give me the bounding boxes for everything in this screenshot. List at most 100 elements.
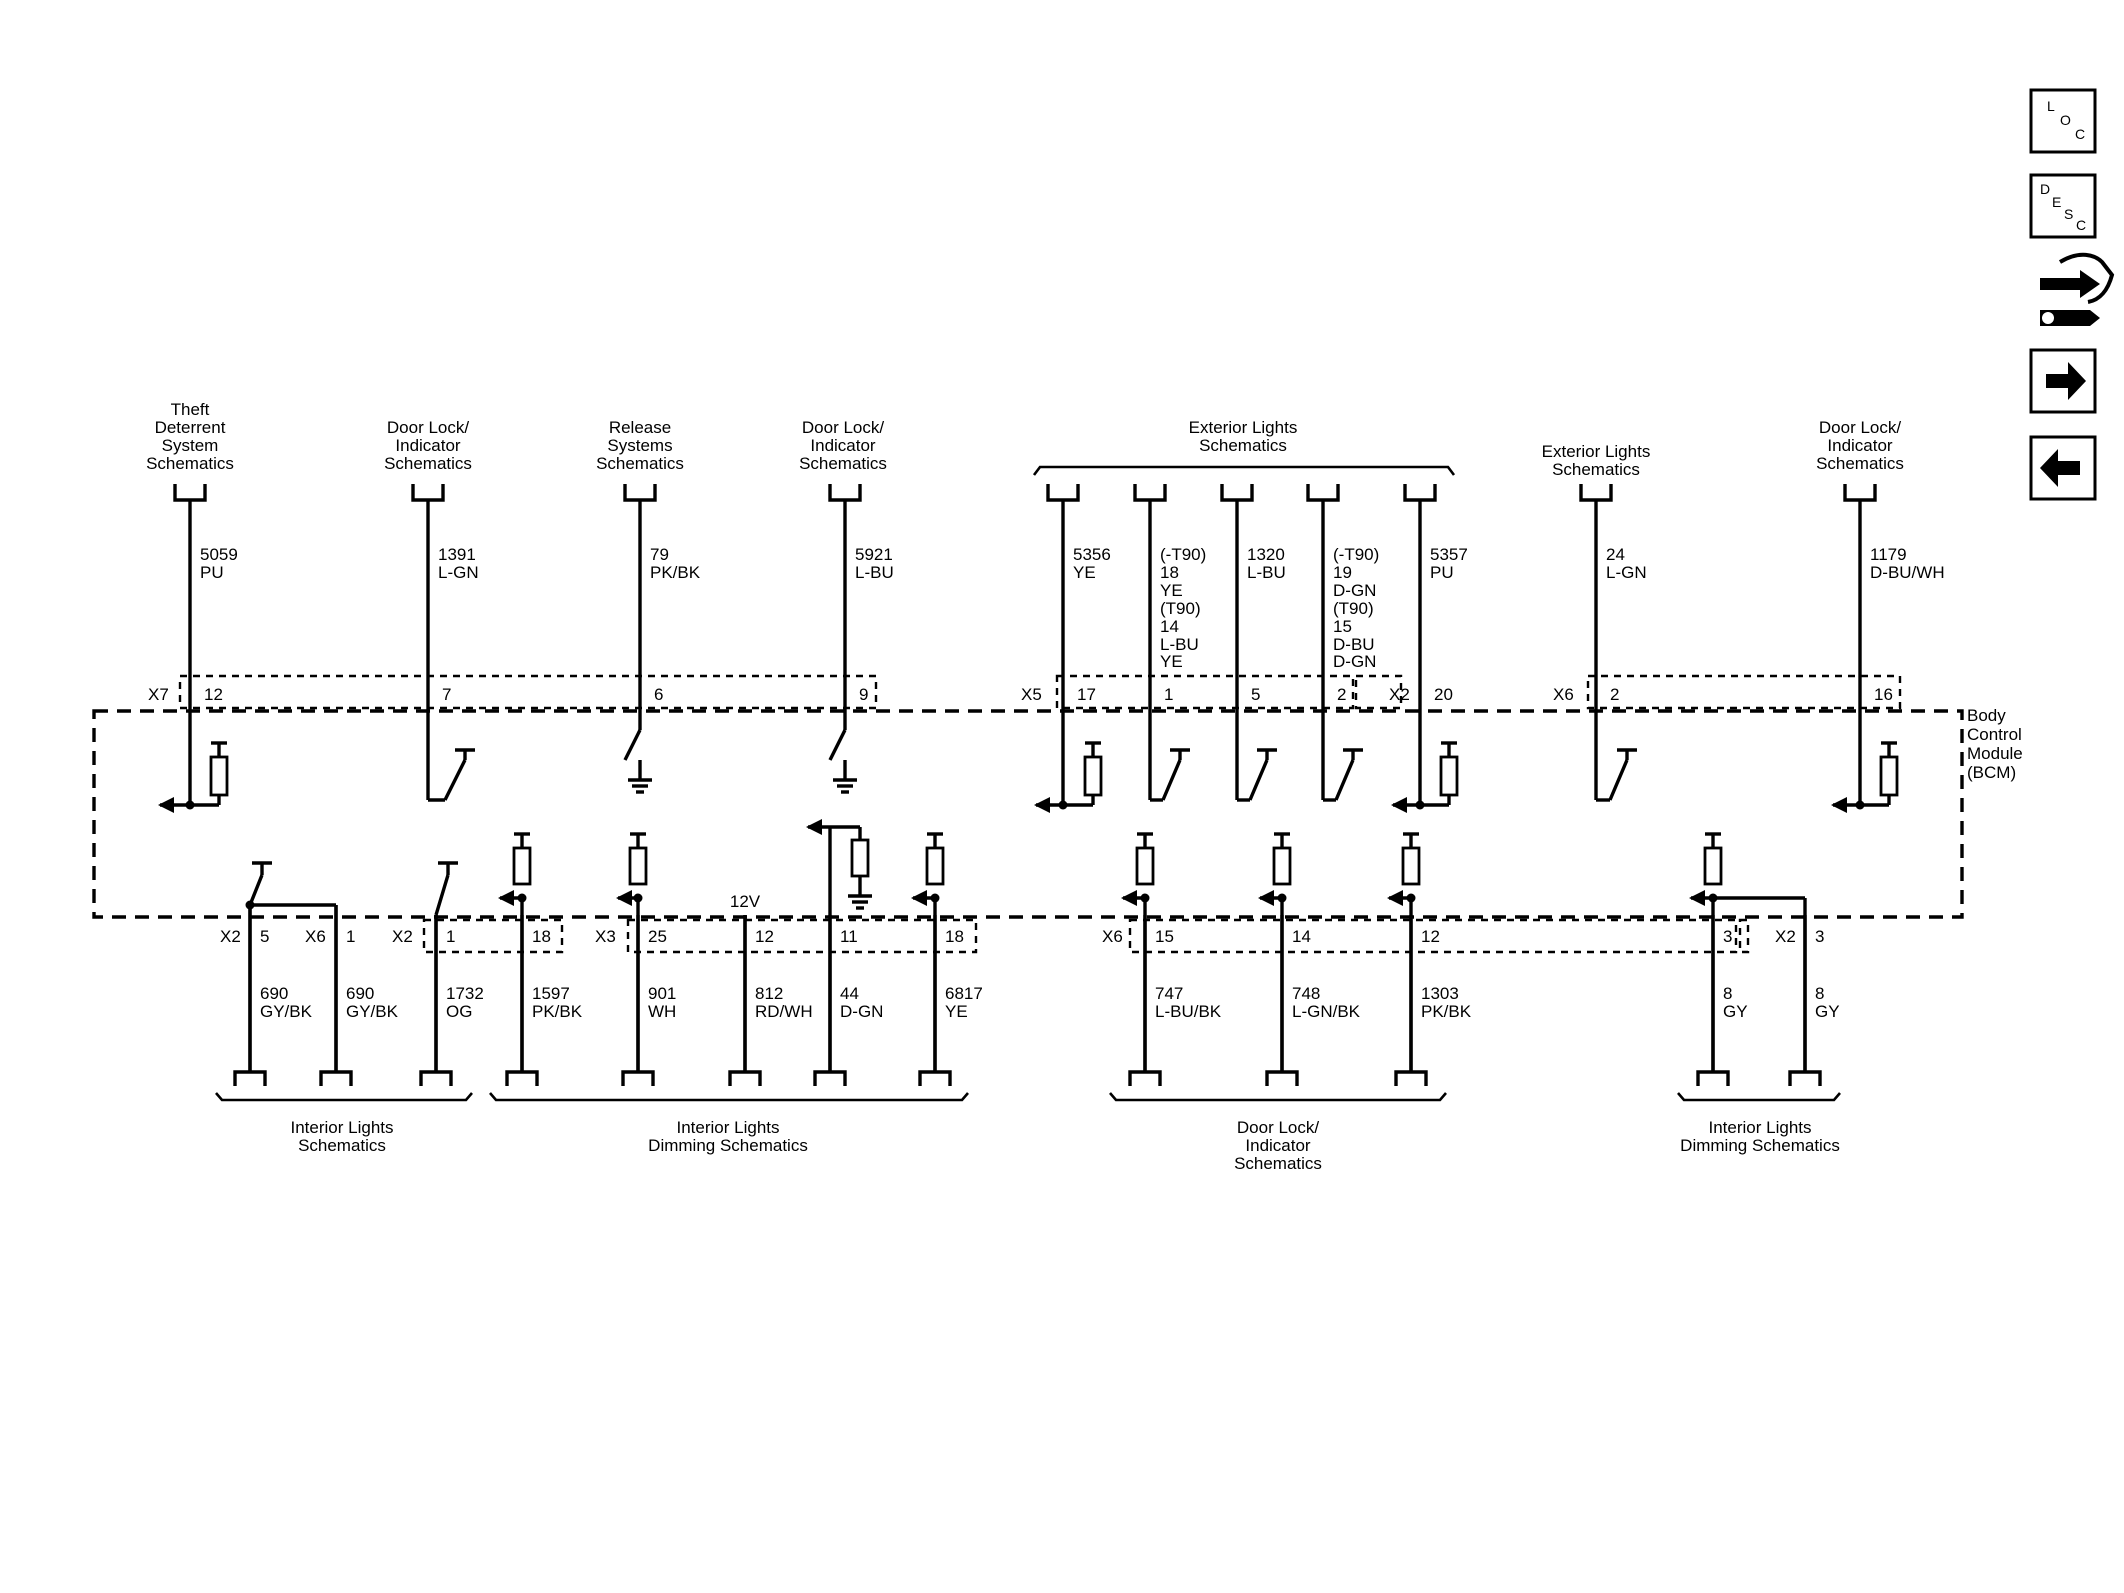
- splice-dot: [1406, 893, 1416, 903]
- connector-x5: [1055, 674, 1355, 710]
- connector-label: X5: [1021, 685, 1042, 704]
- splice-dot: [1140, 893, 1150, 903]
- connector-symbol: [173, 484, 207, 502]
- pin-number: 12: [204, 685, 223, 704]
- harness-group-label: Schematics: [799, 454, 887, 473]
- wrench-screwdriver-icon: [2040, 252, 2115, 326]
- circuit-label: YE: [945, 1002, 968, 1021]
- arrow-head: [1689, 890, 1705, 906]
- pin-number: 5: [260, 927, 269, 946]
- connector-label: X2: [1389, 685, 1410, 704]
- circuit-label: 1303: [1421, 984, 1459, 1003]
- connector-x2-bottom: [422, 918, 564, 954]
- loc-icon: [2029, 88, 2097, 154]
- connector-label: X6: [1102, 927, 1123, 946]
- circuit-label: GY: [1723, 1002, 1748, 1021]
- wire-segment: [1161, 759, 1182, 801]
- connector-symbol: [1306, 484, 1340, 502]
- pin-number: 15: [1155, 927, 1174, 946]
- pin-number: 3: [1815, 927, 1824, 946]
- circuit-label: 5356: [1073, 545, 1111, 564]
- circuit-label: YE: [1160, 581, 1183, 600]
- harness-group-label: Schematics: [298, 1136, 386, 1155]
- resistor-symbol: [925, 846, 945, 886]
- splice-dot: [633, 893, 643, 903]
- circuit-label: PK/BK: [650, 563, 701, 582]
- pin-number: 14: [1292, 927, 1311, 946]
- module-label: Control: [1967, 725, 2022, 744]
- wire-segment: [1248, 759, 1269, 801]
- circuit-label: 5921: [855, 545, 893, 564]
- circuit-label: 8: [1723, 984, 1732, 1003]
- circuit-label: D-BU/WH: [1870, 563, 1945, 582]
- harness-group-label: Interior Lights: [677, 1118, 780, 1137]
- pin-number: 18: [532, 927, 551, 946]
- pin-number: 16: [1874, 685, 1893, 704]
- connector-symbol: [623, 484, 657, 502]
- splice-dot: [930, 893, 940, 903]
- connector-symbol: [828, 484, 862, 502]
- circuit-label: 5059: [200, 545, 238, 564]
- circuit-label: L-GN/BK: [1292, 1002, 1361, 1021]
- group-bracket: [1677, 1092, 1841, 1102]
- wiring-layer: [92, 465, 1964, 1102]
- wire-segment: [1334, 759, 1355, 801]
- circuit-label: L-GN: [1606, 563, 1647, 582]
- circuit-label: L-GN: [438, 563, 479, 582]
- resistor-symbol: [1703, 846, 1723, 886]
- circuit-label: 1597: [532, 984, 570, 1003]
- connector-symbol: [1843, 484, 1877, 502]
- circuit-label: PK/BK: [1421, 1002, 1472, 1021]
- circuit-label: L-BU: [855, 563, 894, 582]
- group-bracket: [489, 1092, 969, 1102]
- loc-icon-text: O: [2060, 112, 2071, 128]
- arrow-head: [1831, 797, 1847, 813]
- harness-group-label: Schematics: [596, 454, 684, 473]
- group-bracket: [215, 1092, 473, 1102]
- harness-group-label: Schematics: [384, 454, 472, 473]
- circuit-label: 812: [755, 984, 783, 1003]
- circuit-label: (T90): [1333, 599, 1374, 618]
- circuit-label: 14: [1160, 617, 1179, 636]
- harness-group-label: Interior Lights: [291, 1118, 394, 1137]
- loc-icon-text: C: [2075, 126, 2085, 142]
- circuit-label: 5357: [1430, 545, 1468, 564]
- connector-symbol: [1265, 1070, 1299, 1086]
- connector-label: X2: [1775, 927, 1796, 946]
- connector-x2-bottom-right: [1738, 918, 1750, 954]
- harness-group-label: Door Lock/: [1819, 418, 1901, 437]
- connector-symbol: [1579, 484, 1613, 502]
- circuit-label: 690: [260, 984, 288, 1003]
- connector-symbol: [411, 484, 445, 502]
- circuit-label: (-T90): [1333, 545, 1379, 564]
- connector-symbol: [621, 1070, 655, 1086]
- circuit-label: 18: [1160, 563, 1179, 582]
- desc-icon: [2029, 173, 2097, 239]
- connector-x3: [626, 918, 978, 954]
- arrow-head: [1034, 797, 1050, 813]
- circuit-label: 1179: [1870, 545, 1907, 564]
- circuit-label: PK/BK: [532, 1002, 583, 1021]
- circuit-label: 1320: [1247, 545, 1285, 564]
- resistor-symbol: [1401, 846, 1421, 886]
- harness-group-label: Schematics: [1552, 460, 1640, 479]
- pin-number: 12: [755, 927, 774, 946]
- harness-group-label: Indicator: [810, 436, 876, 455]
- resistor-symbol: [1272, 846, 1292, 886]
- harness-group-label: System: [162, 436, 219, 455]
- module-label: (BCM): [1967, 763, 2016, 782]
- desc-icon-text: C: [2076, 217, 2086, 233]
- arrow-right-glyph: [2046, 362, 2086, 400]
- module-label: Module: [1967, 744, 2023, 763]
- connector-symbol: [813, 1070, 847, 1086]
- circuit-label: (T90): [1160, 599, 1201, 618]
- wire-segment: [248, 874, 264, 906]
- connector-x6-top: [1586, 674, 1902, 710]
- connector-symbol: [505, 1070, 539, 1086]
- harness-group-label: Door Lock/: [387, 418, 469, 437]
- harness-group-label: Release: [609, 418, 671, 437]
- harness-group-label: Door Lock/: [1237, 1118, 1319, 1137]
